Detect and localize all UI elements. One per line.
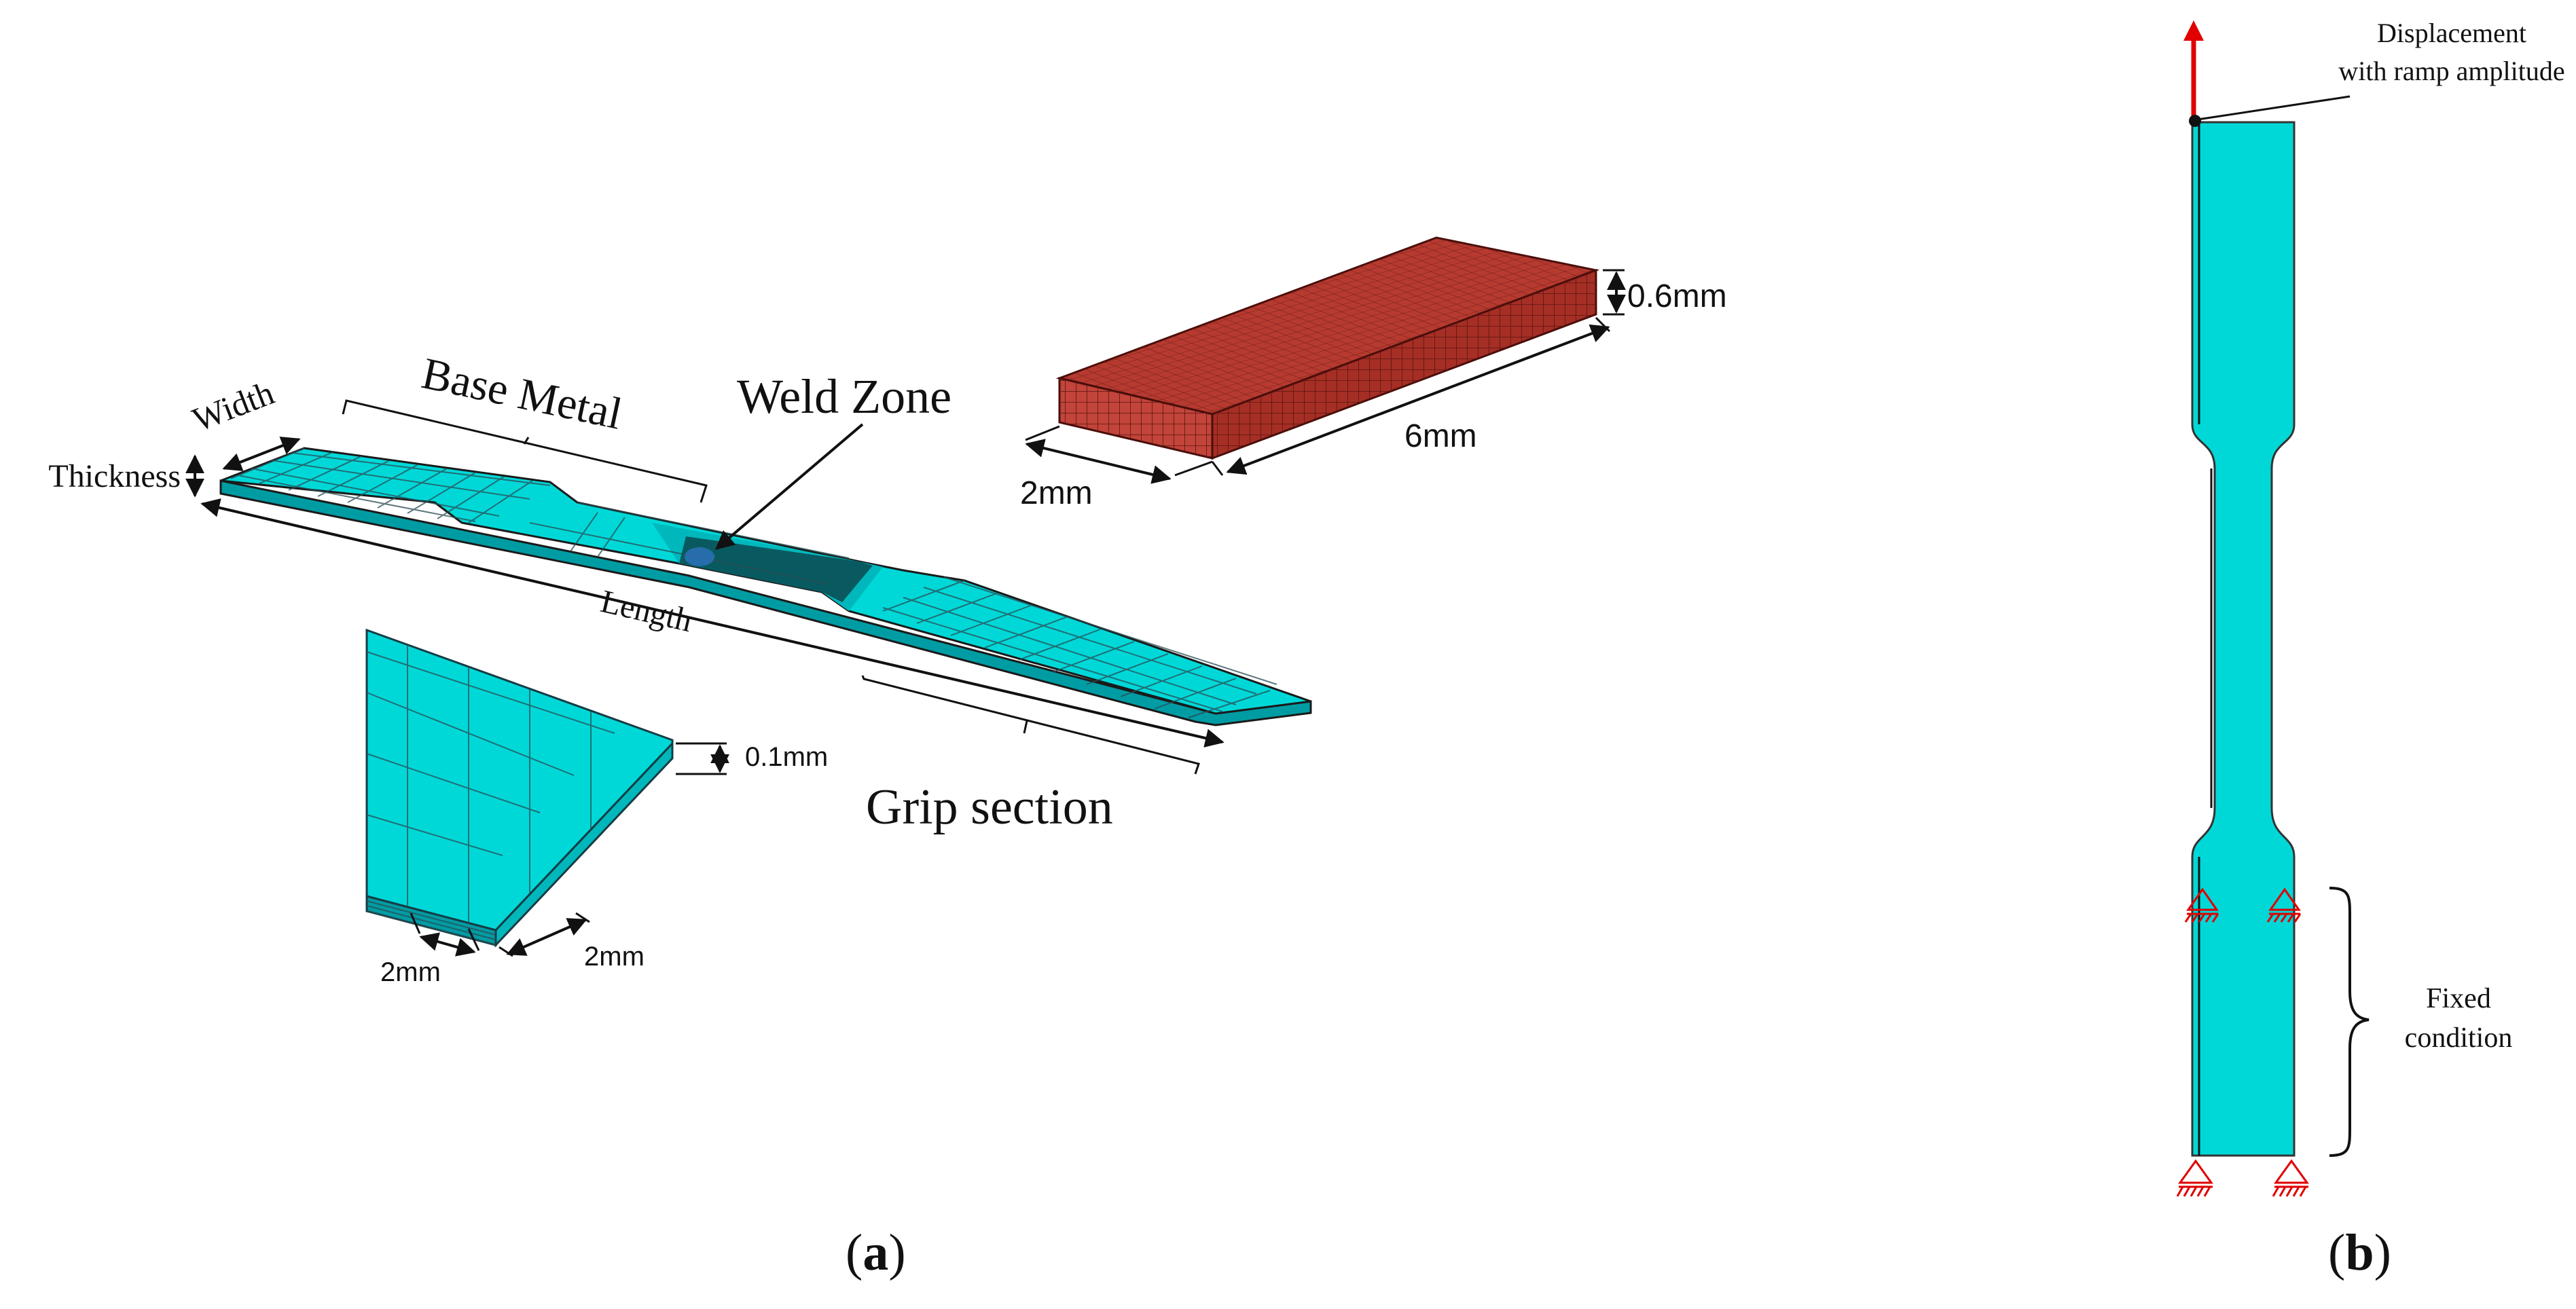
weld-block-length-label: 6mm [1404,418,1477,454]
weld-zone-label: Weld Zone [737,369,951,424]
caption-b-open: ( [2328,1224,2345,1281]
caption-a-open: ( [846,1224,863,1281]
support-lower-left [2176,1159,2213,1197]
support-upper-right [2266,887,2302,923]
weld-zone-callout: Weld Zone [714,369,951,550]
detail-thickness-label: 0.1mm [745,742,828,772]
detail-side-face [494,741,674,948]
detail-element-y-label: 2mm [584,942,645,972]
fixed-label-1: Fixed [2426,983,2491,1014]
weld-block-front-grid [1059,378,1212,458]
grip-section-bracket: Grip section [861,675,1200,835]
grip-section-label: Grip section [866,779,1113,835]
fixed-label-2: condition [2405,1022,2513,1054]
fixed-supports [2176,887,2309,1197]
reference-point [2189,115,2201,127]
displacement-label-1: Displacement [2377,18,2526,48]
displacement-label-2: with ramp amplitude [2338,56,2564,86]
weld-block-thickness-label: 0.6mm [1627,278,1727,314]
detail-element-x-label: 2mm [380,957,441,987]
caption-a: (a) [846,1224,906,1281]
caption-b: (b) [2328,1224,2391,1281]
fixed-condition-brace [2329,887,2370,1157]
thickness-dimension: Thickness [48,454,204,498]
detail-top-face [365,628,674,932]
flat-specimen [2191,121,2296,1157]
length-label: Length [598,583,695,639]
detail-grid [366,645,615,946]
displacement-arrow [2183,20,2351,127]
panel-b: Displacement with ramp amplitude [2176,18,2565,1281]
mesh-detail: 0.1mm 2mm 2mm [365,628,828,987]
caption-b-close: ) [2374,1224,2391,1281]
width-dimension: Width [187,373,301,471]
weld-zone-marker [685,547,714,566]
weld-block-dimensions: 0.6mm 6mm 2mm [1020,269,1727,511]
caption-a-letter: a [863,1224,888,1281]
support-upper-left [2184,887,2219,923]
weld-block [1055,236,1600,460]
thickness-label: Thickness [48,458,181,494]
panel-a: Width Thickness Length Base Metal Weld Z… [48,236,1727,1281]
weld-block-width-label: 2mm [1020,475,1093,511]
caption-b-letter: b [2345,1224,2374,1281]
width-label: Width [187,373,279,439]
caption-a-close: ) [888,1224,905,1281]
support-lower-right [2272,1159,2309,1197]
